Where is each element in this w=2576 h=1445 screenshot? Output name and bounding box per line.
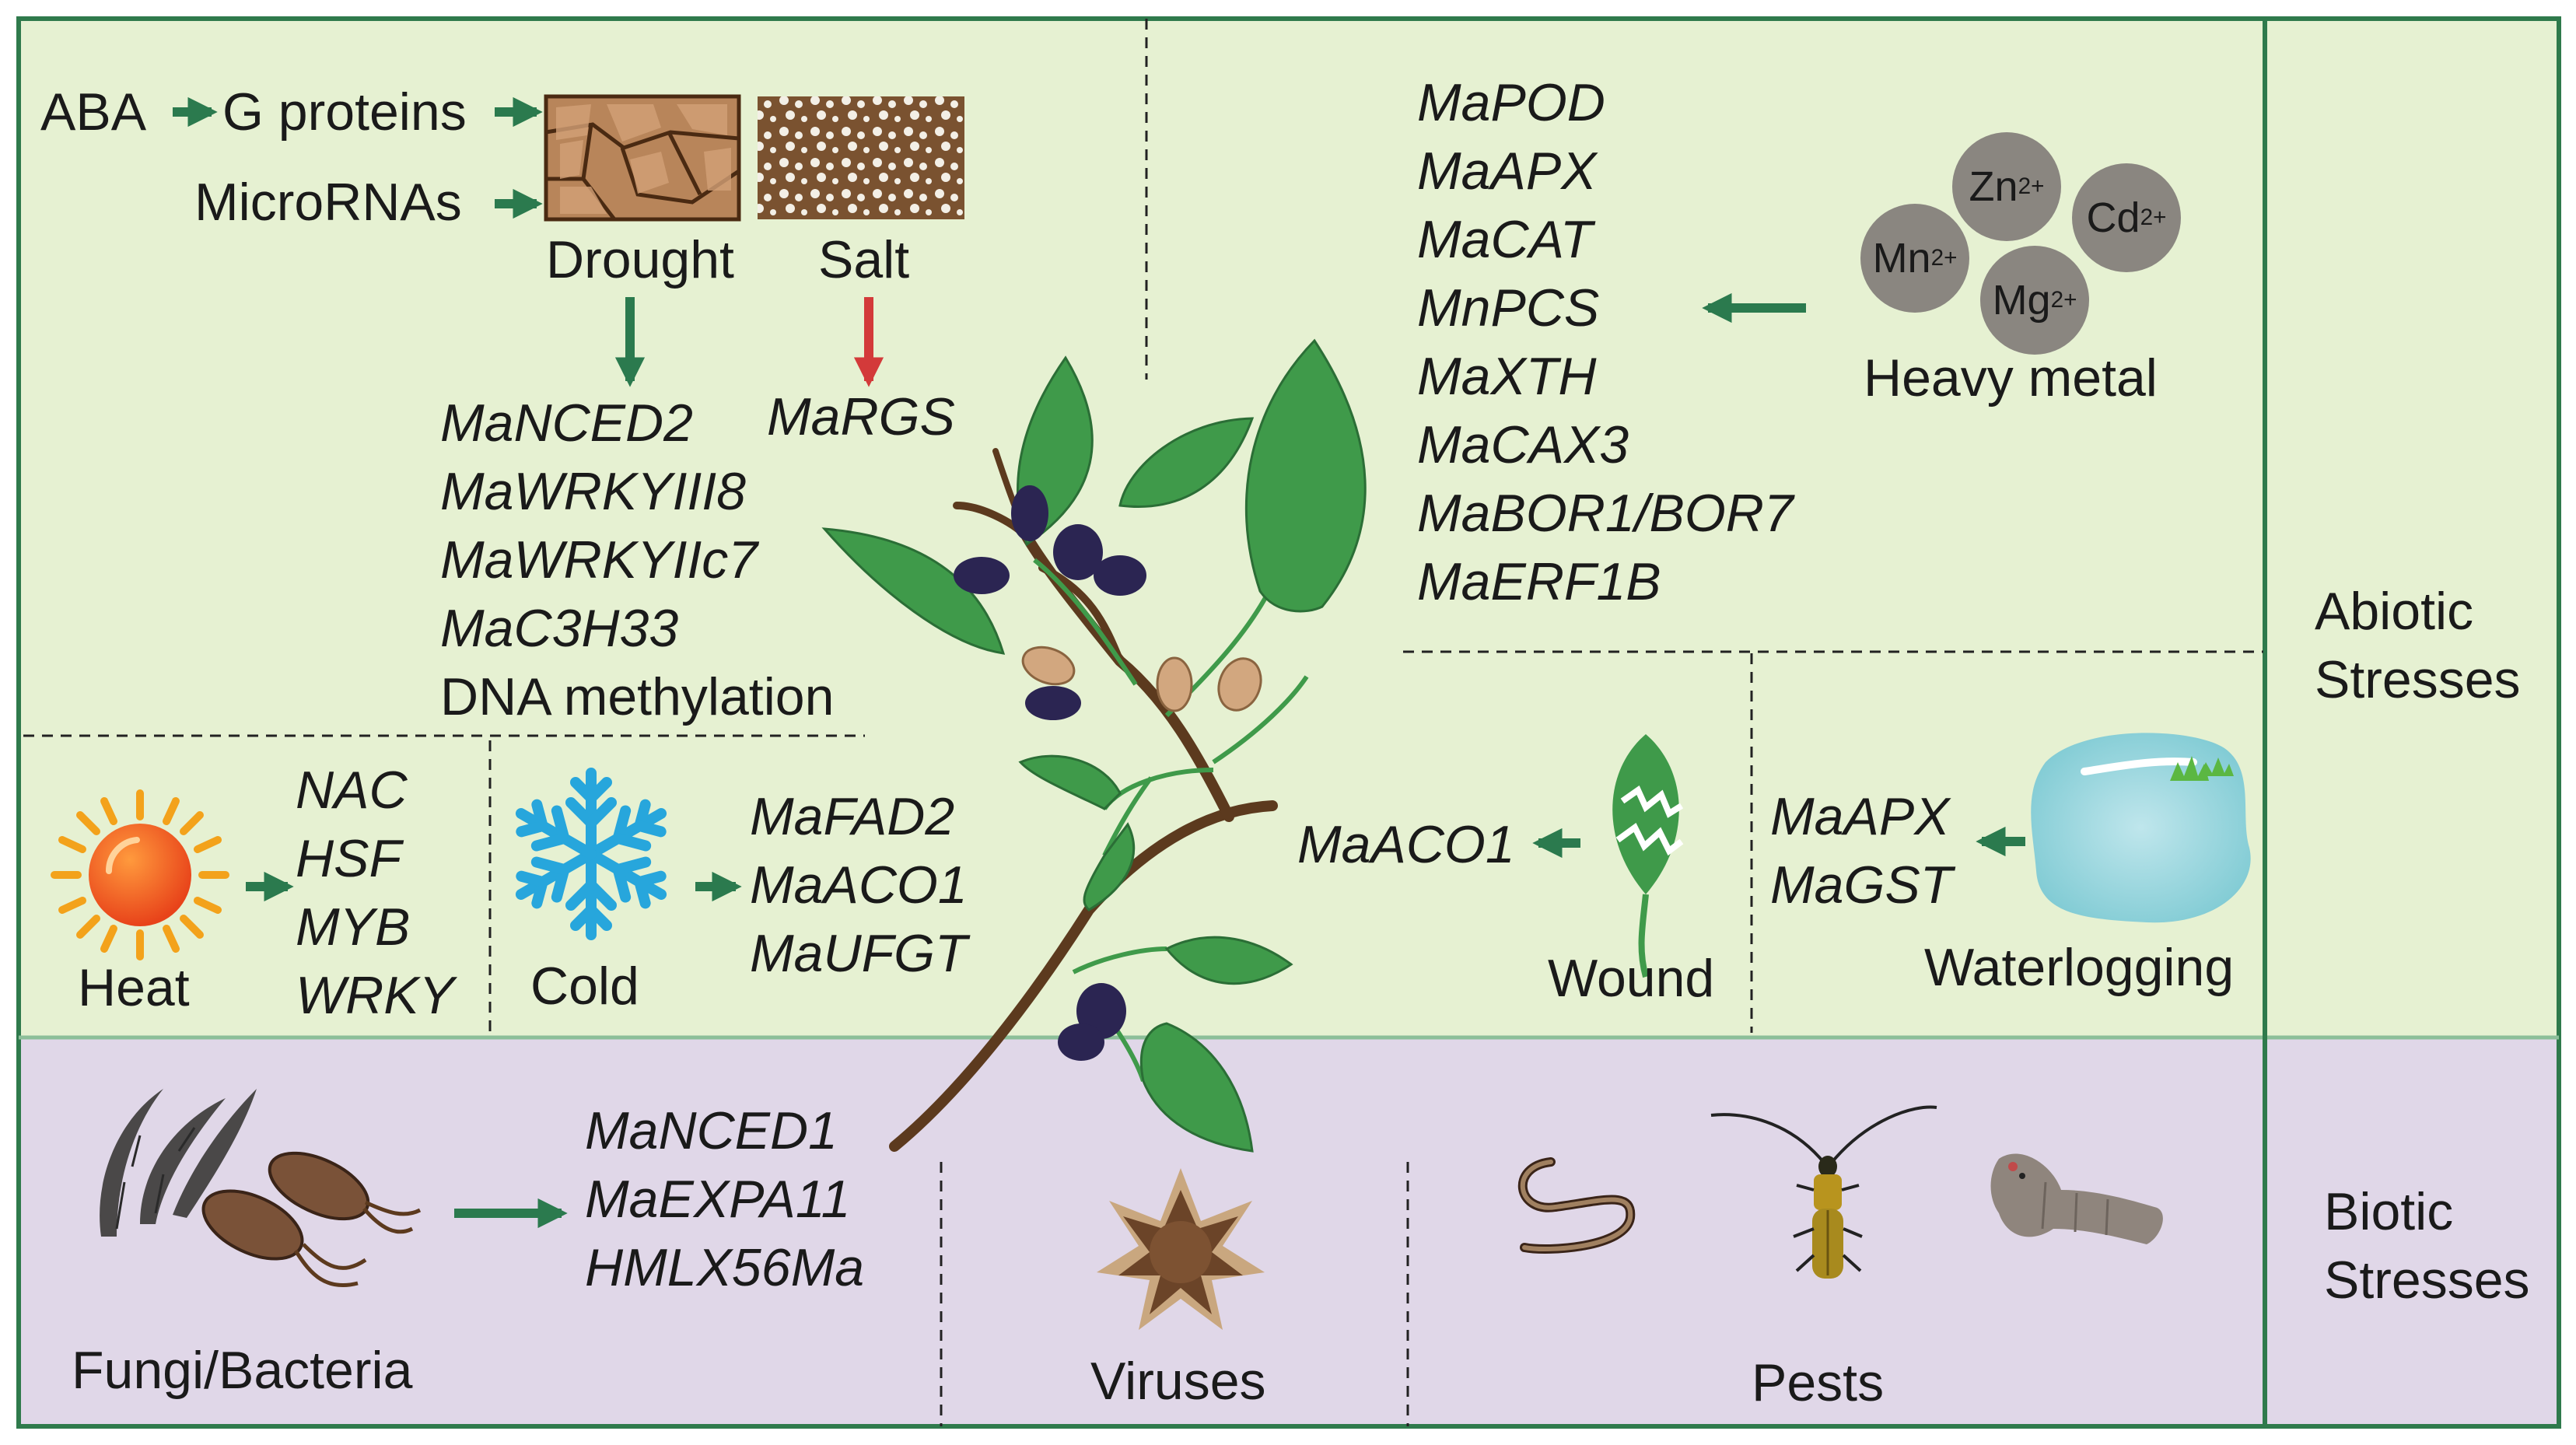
heavy-metal-genes: MaPOD MaAPX MaCAT MnPCS MaXTH MaCAX3 MaB… <box>1417 68 1794 616</box>
cold-gene-2: MaACO1 <box>750 855 968 915</box>
waterlogging-gene-2: MaGST <box>1770 855 1953 915</box>
hm-gene-5: MaXTH <box>1417 347 1597 406</box>
dashed-dividers <box>23 19 2263 1426</box>
drought-gene-3: MaWRKYIIc7 <box>440 530 758 590</box>
heat-label: Heat <box>78 958 190 1017</box>
drought-gene-4: MaC3H33 <box>440 599 679 658</box>
pest-worm-icon <box>1517 1157 1636 1254</box>
heat-genes: NAC HSF MYB WRKY <box>296 756 454 1030</box>
drought-gene-2: MaWRKYIII8 <box>440 462 746 521</box>
sun-icon <box>51 789 229 960</box>
drought-label: Drought <box>546 230 734 289</box>
wound-label: Wound <box>1548 949 1715 1008</box>
hm-gene-8: MaERF1B <box>1417 552 1661 611</box>
cold-label: Cold <box>530 957 639 1016</box>
heat-gene-4: WRKY <box>296 966 454 1025</box>
hm-gene-7: MaBOR1/BOR7 <box>1417 484 1794 543</box>
heat-gene-1: NAC <box>296 761 408 820</box>
drought-soil-icon <box>544 94 741 222</box>
abiotic-label-panel <box>2265 19 2559 1037</box>
cold-gene-3: MaUFGT <box>750 924 968 983</box>
pests-label: Pests <box>1752 1353 1885 1412</box>
fungi-bacteria-icon <box>100 1089 422 1288</box>
viruses-label: Viruses <box>1090 1352 1266 1411</box>
pest-beetle-icon <box>1710 1105 1937 1279</box>
mulberry-plant-icon <box>821 338 1367 1153</box>
wound-gene: MaACO1 <box>1297 815 1515 874</box>
abiotic-panel <box>19 19 2265 1037</box>
heat-gene-3: MYB <box>296 897 411 957</box>
hm-gene-4: MnPCS <box>1417 278 1600 338</box>
waterlogging-label: Waterlogging <box>1924 938 2235 997</box>
cold-genes: MaFAD2 MaACO1 MaUFGT <box>750 782 968 988</box>
waterlogging-genes: MaAPX MaGST <box>1770 782 1952 919</box>
salt-label: Salt <box>818 230 910 289</box>
biotic-stresses-label: Biotic Stresses <box>2324 1177 2530 1314</box>
biotic-label-panel <box>2265 1037 2559 1426</box>
snowflake-icon <box>511 768 671 935</box>
fungi-gene-3: HMLX56Ma <box>585 1238 865 1297</box>
hm-gene-6: MaCAX3 <box>1417 415 1629 474</box>
micrornas-label: MicroRNAs <box>194 173 462 232</box>
aba-label: ABA <box>40 82 147 142</box>
pest-silkworm-icon <box>1990 1153 2163 1244</box>
salt-soil-icon <box>758 96 964 219</box>
water-puddle-icon <box>2031 733 2251 923</box>
drought-gene-1: MaNCED2 <box>440 394 693 453</box>
abiotic-stresses-label: Abiotic Stresses <box>2315 577 2521 714</box>
drought-genes: MaNCED2 MaWRKYIII8 MaWRKYIIc7 MaC3H33 DN… <box>440 389 834 731</box>
waterlogging-gene-1: MaAPX <box>1770 787 1950 846</box>
hm-gene-3: MaCAT <box>1417 210 1593 269</box>
abiotic-word: Abiotic <box>2315 582 2474 641</box>
biotic-word: Biotic <box>2324 1182 2454 1241</box>
fungi-gene-1: MaNCED1 <box>585 1101 838 1160</box>
heat-gene-2: HSF <box>296 829 401 888</box>
cold-gene-1: MaFAD2 <box>750 787 955 846</box>
stresses-word-2: Stresses <box>2324 1251 2530 1310</box>
dna-methylation-label: DNA methylation <box>440 667 835 726</box>
wounded-leaf-icon <box>1612 734 1684 978</box>
g-proteins-label: G proteins <box>222 82 467 142</box>
fungi-bacteria-label: Fungi/Bacteria <box>72 1341 413 1400</box>
hm-gene-2: MaAPX <box>1417 142 1597 201</box>
arrows <box>173 96 2025 1229</box>
fungi-gene-2: MaEXPA11 <box>585 1170 851 1229</box>
stresses-word-1: Stresses <box>2315 650 2521 709</box>
hm-gene-1: MaPOD <box>1417 73 1605 132</box>
fungi-genes: MaNCED1 MaEXPA11 HMLX56Ma <box>585 1097 864 1302</box>
salt-gene: MaRGS <box>767 387 955 446</box>
virus-icon <box>1097 1168 1265 1330</box>
heavy-metal-label: Heavy metal <box>1864 348 2158 408</box>
outer-frame <box>16 16 2561 1429</box>
